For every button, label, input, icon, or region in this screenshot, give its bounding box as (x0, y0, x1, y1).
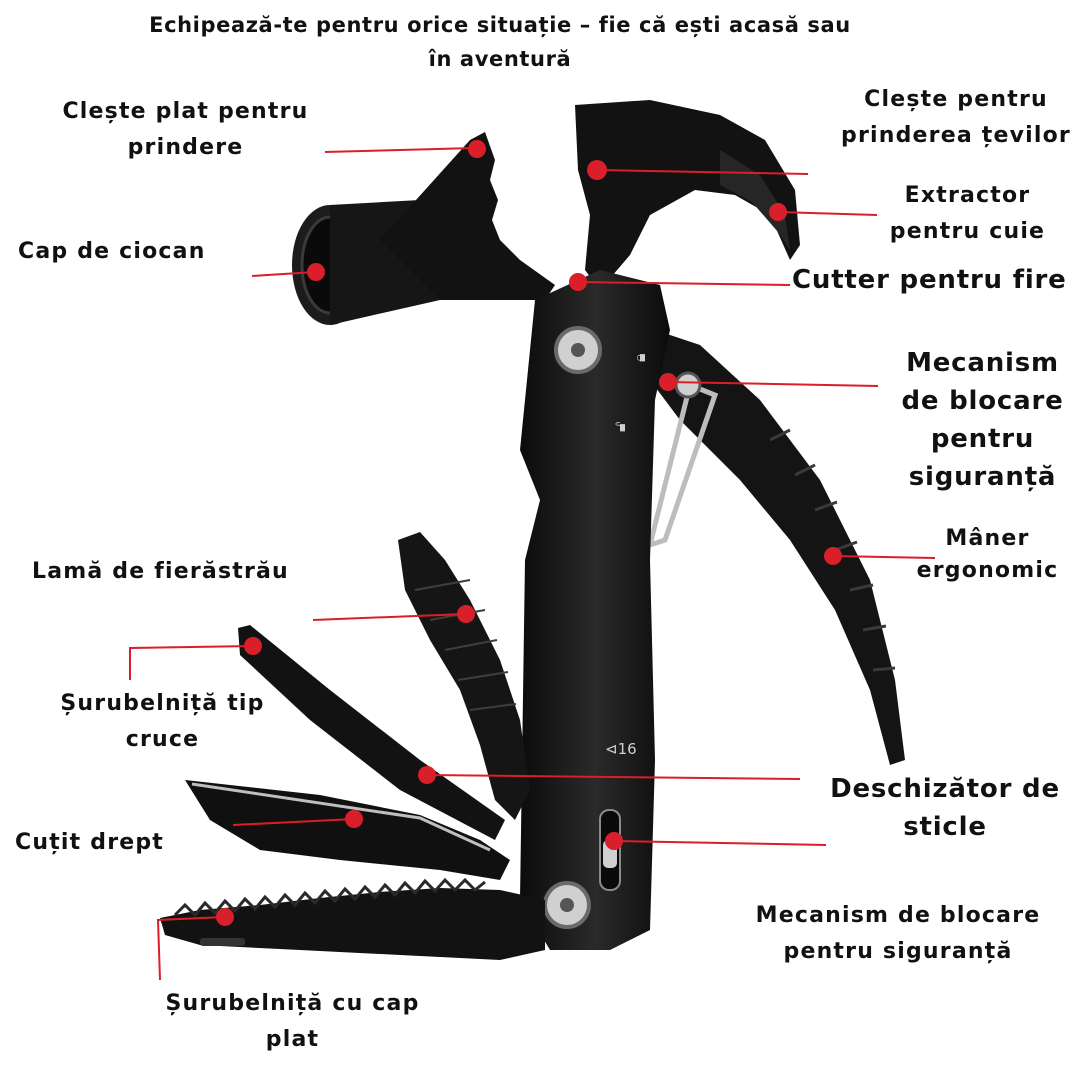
label-flat-driver-line-2: plat (265, 1027, 320, 1052)
nail-extractor-claw-shape (720, 150, 790, 250)
label-pipe-pliers: Clește pentru prinderea țevilor (826, 82, 1080, 154)
marker-phillips (244, 637, 262, 655)
leader-lock-top (667, 381, 879, 387)
handle-grip-ridges (769, 428, 896, 672)
label-lock-top-line-3: pentru (930, 424, 1035, 454)
leader-straight-knife (232, 818, 355, 826)
headline-line-1: Echipează-te pentru orice situație – fie… (149, 13, 851, 37)
leader-flat-driver (156, 916, 226, 981)
label-saw-blade-line-1: Lamă de fierăstrău (32, 559, 289, 584)
leader-phillips (129, 645, 254, 680)
leader-wire-cutter (577, 281, 791, 286)
flat-driver-shape (160, 888, 545, 960)
label-nail-extractor-line-1: Extractor (904, 183, 1031, 208)
label-wire-cutter-line-1: Cutter pentru fire (792, 265, 1067, 295)
red-markers (216, 140, 842, 926)
label-phillips-driver-line-2: cruce (125, 727, 200, 752)
label-hammer-head: Cap de ciocan (18, 234, 206, 270)
label-phillips-driver-line-1: Șurubelniță tip (60, 691, 265, 716)
label-wire-cutter: Cutter pentru fire (792, 262, 1067, 298)
leader-lock-bottom (613, 840, 827, 846)
leader-hammer-head (251, 271, 316, 277)
leader-nail-extractor (777, 211, 878, 216)
ergonomic-handle-shape (650, 330, 905, 765)
size-mark: ⊲16 (605, 740, 637, 758)
leader-bottle-opener (426, 774, 801, 780)
label-bottle-opener: Deschizător de sticle (820, 770, 1070, 846)
label-pipe-pliers-line-1: Clește pentru (864, 87, 1048, 112)
label-hammer-head-line-1: Cap de ciocan (18, 239, 206, 264)
headline: Echipează-te pentru orice situație – fie… (40, 8, 960, 76)
label-pipe-pliers-line-2: prinderea țevilor (841, 123, 1071, 148)
leader-handle (832, 555, 936, 559)
label-flat-pliers-line-1: Clește plat pentru (62, 99, 309, 124)
lock-open-icon: 🔓︎ (610, 422, 629, 432)
marker-pipe-pliers (587, 160, 607, 180)
label-lock-top-line-1: Mecanism (906, 348, 1059, 378)
label-nail-extractor-line-2: pentru cuie (889, 219, 1046, 244)
label-straight-knife-line-1: Cuțit drept (15, 830, 165, 855)
flat-driver-teeth (173, 877, 486, 918)
marker-handle (824, 547, 842, 565)
marker-wire-cutter (569, 273, 587, 291)
leader-flat-pliers (324, 147, 476, 153)
label-straight-knife: Cuțit drept (15, 825, 164, 861)
marker-flat-driver (216, 908, 234, 926)
marker-flat-pliers (468, 140, 486, 158)
main-body-shape (520, 270, 670, 950)
label-lock-top-line-4: siguranță (908, 462, 1057, 492)
marker-lock-bottom (605, 832, 623, 850)
label-flat-pliers-line-2: prindere (127, 135, 244, 160)
label-handle: Mâner ergonomic (900, 523, 1075, 587)
safety-lock-wire-shape (646, 381, 719, 549)
saw-blade-file-texture (414, 579, 517, 711)
marker-bottle-opener (418, 766, 436, 784)
label-nail-extractor: Extractor pentru cuie (870, 178, 1065, 250)
label-bottle-opener-line-1: Deschizător de (830, 774, 1060, 804)
label-saw-blade: Lamă de fierăstrău (32, 554, 289, 590)
saw-blade-shape (398, 532, 530, 820)
marker-hammer-head (307, 263, 325, 281)
label-flat-driver-line-1: Șurubelniță cu cap (165, 991, 420, 1016)
leader-saw-blade (312, 613, 467, 621)
leader-lines (129, 147, 936, 981)
flat-pliers-jaw-shape (380, 132, 555, 300)
leader-pipe-pliers (596, 169, 809, 175)
pipe-pliers-jaw-shape (575, 100, 800, 290)
marker-saw-blade (457, 605, 475, 623)
straight-knife-shape (185, 780, 510, 880)
headline-line-2: în aventură (428, 47, 572, 71)
label-flat-pliers: Clește plat pentru prindere (48, 94, 323, 166)
label-flat-driver: Șurubelniță cu cap plat (140, 986, 445, 1058)
label-lock-top-line-2: de blocare (901, 386, 1064, 416)
label-lock-bottom: Mecanism de blocare pentru siguranță (728, 898, 1068, 970)
label-lock-top: Mecanism de blocare pentru siguranță (885, 344, 1080, 496)
lock-closed-icon: 🔒︎ (630, 353, 649, 362)
label-handle-line-1: Mâner (945, 526, 1030, 551)
label-phillips-driver: Șurubelniță tip cruce (35, 686, 290, 758)
label-lock-bottom-line-2: pentru siguranță (783, 939, 1013, 964)
phillips-driver-shape (238, 625, 505, 840)
label-lock-bottom-line-1: Mecanism de blocare (755, 903, 1041, 928)
label-handle-line-2: ergonomic (916, 558, 1059, 583)
marker-nail-extractor (769, 203, 787, 221)
label-bottle-opener-line-2: sticle (903, 812, 987, 842)
marker-lock-top (659, 373, 677, 391)
marker-straight-knife (345, 810, 363, 828)
